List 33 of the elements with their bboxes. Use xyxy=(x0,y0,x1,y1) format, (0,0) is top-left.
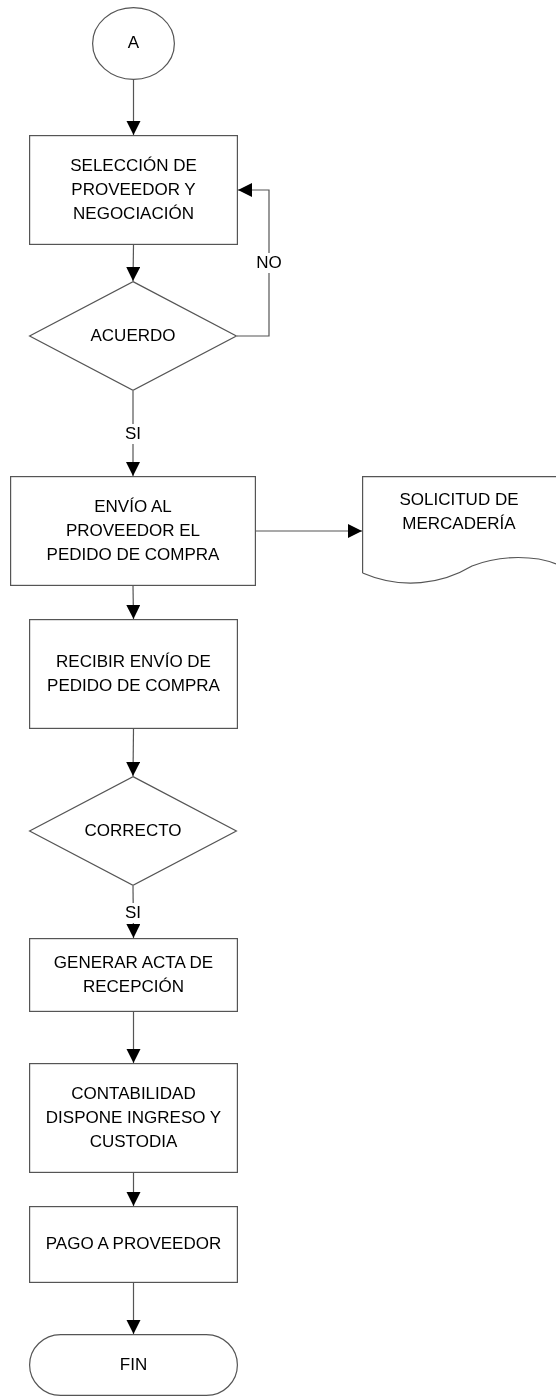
node-label: PAGO A PROVEEDOR xyxy=(45,1233,222,1256)
process-box xyxy=(29,619,238,729)
arrow xyxy=(126,585,141,620)
decision-diamond xyxy=(29,776,237,886)
node-label: A xyxy=(127,32,140,55)
node-label: SOLICITUD DE MERCADERÍA xyxy=(398,489,520,536)
arrow xyxy=(126,1282,141,1335)
arrow xyxy=(126,244,141,282)
arrow xyxy=(126,79,141,136)
connector-circle xyxy=(92,7,175,80)
node-label: ACUERDO xyxy=(90,324,176,347)
document-shape xyxy=(362,476,556,586)
decision-diamond xyxy=(29,281,237,391)
process-box xyxy=(10,476,256,586)
arrow xyxy=(126,1011,141,1064)
process-box xyxy=(29,1206,238,1283)
arrow xyxy=(126,1172,141,1207)
edge-label: NO xyxy=(255,253,283,273)
process-box xyxy=(29,1063,238,1173)
arrow xyxy=(126,728,141,777)
process-box xyxy=(29,938,238,1012)
edge-label: SI xyxy=(123,903,143,923)
node-label: SELECCIÓN DE PROVEEDOR Y NEGOCIACIÓN xyxy=(69,154,198,226)
node-label: GENERAR ACTA DE RECEPCIÓN xyxy=(52,951,215,998)
node-label: ENVÍO AL PROVEEDOR EL PEDIDO DE COMPRA xyxy=(45,495,221,567)
node-label: CONTABILIDAD DISPONE INGRESO Y CUSTODIA xyxy=(44,1082,223,1154)
arrow xyxy=(236,183,270,337)
arrow xyxy=(255,524,363,538)
edge-label: SI xyxy=(123,424,143,444)
node-label: FIN xyxy=(119,1353,148,1376)
node-label: RECIBIR ENVÍO DE PEDIDO DE COMPRA xyxy=(46,650,221,697)
node-label: CORRECTO xyxy=(84,819,182,842)
process-box xyxy=(29,135,238,245)
